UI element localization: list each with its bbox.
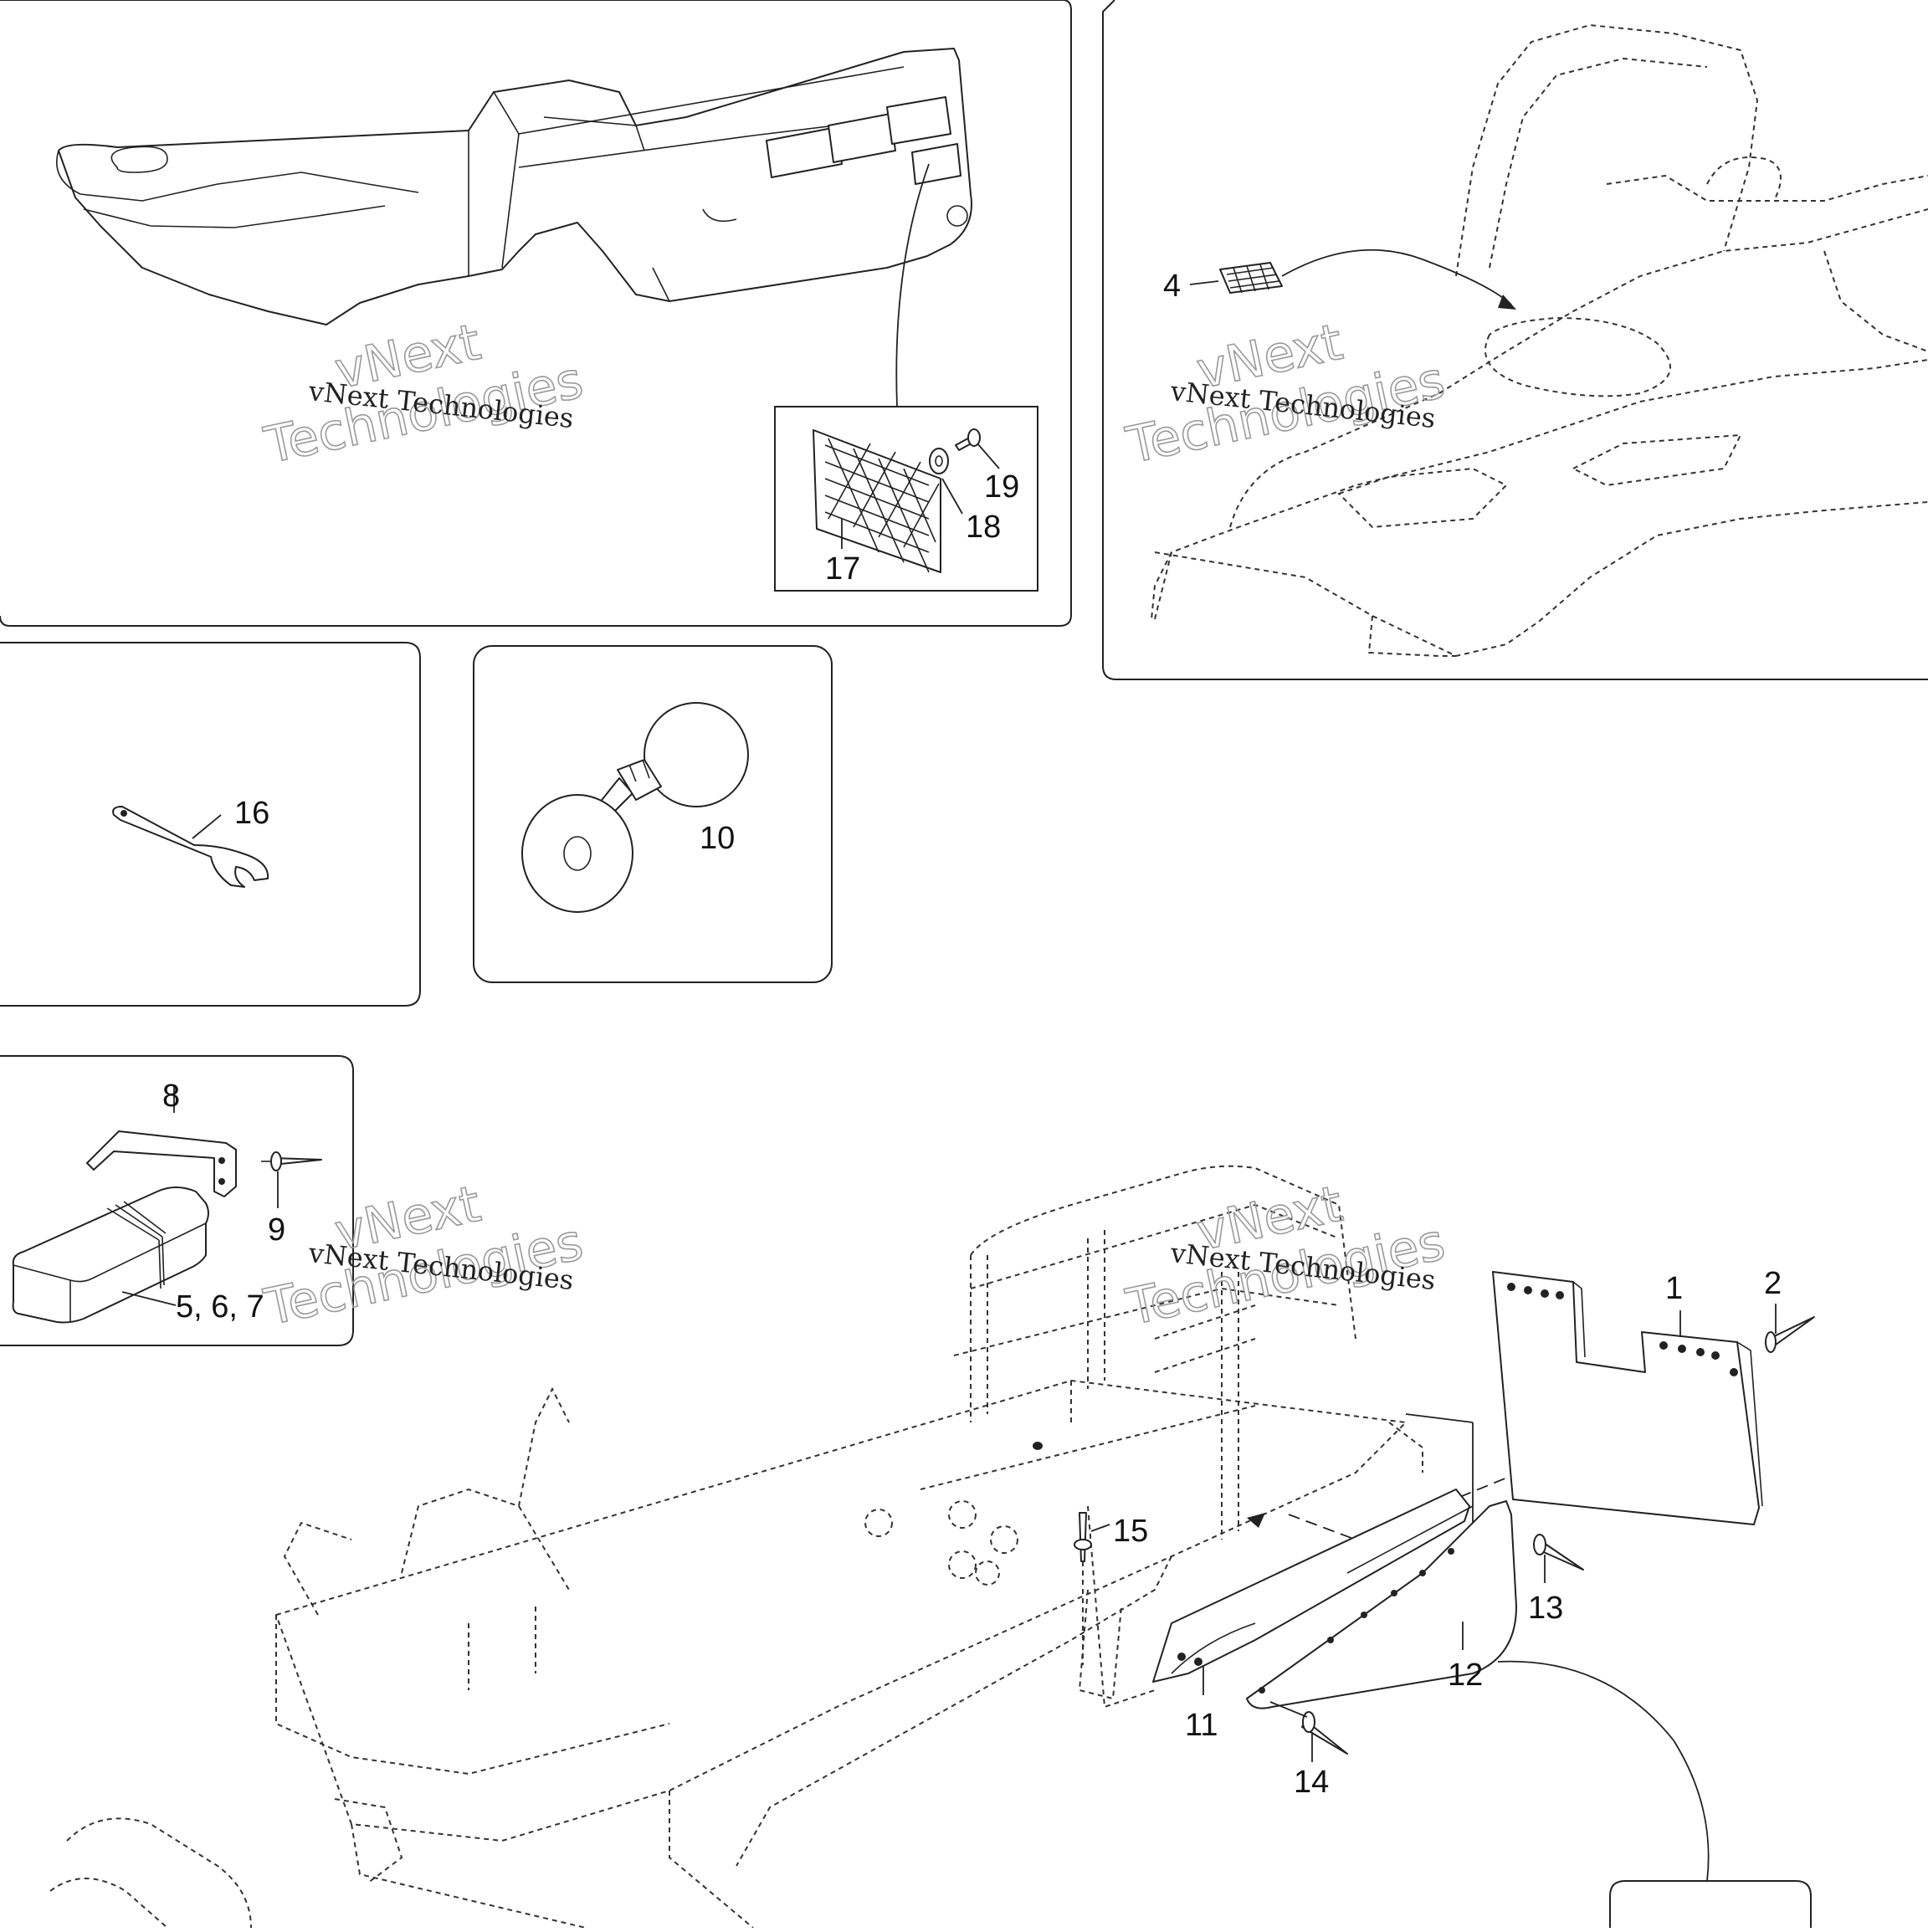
wrench-illustration <box>112 806 269 888</box>
panel-horn-frame <box>473 645 833 983</box>
panel-corner-frame <box>1609 1880 1812 1928</box>
flap-11-illustration <box>1152 1489 1474 1683</box>
reflector-inset-frame <box>774 406 1038 592</box>
callout-15: 15 <box>1113 1514 1148 1549</box>
callout-10: 10 <box>700 821 735 856</box>
bracket-illustration <box>86 1130 237 1197</box>
callout-5-6-7: 5, 6, 7 <box>176 1289 264 1325</box>
seat-illustration <box>56 48 972 325</box>
reflector-illustration <box>813 429 941 573</box>
watermark-1: vNext Technologies <box>259 312 588 476</box>
rivet-15-illustration <box>1074 1512 1092 1562</box>
decal-arrow-leader <box>1281 249 1512 305</box>
tool-bag-illustration <box>12 1186 209 1324</box>
hood-illustration <box>1151 23 1928 658</box>
mud-flap-1-illustration <box>1492 1271 1763 1525</box>
washer-illustration <box>929 448 949 474</box>
screw-illustration <box>955 428 981 451</box>
decal-illustration <box>1219 262 1283 294</box>
callout-8: 8 <box>162 1079 180 1114</box>
callout-19: 19 <box>984 469 1019 505</box>
callout-18: 18 <box>966 510 1001 545</box>
callout-1: 1 <box>1665 1271 1683 1306</box>
callout-11: 11 <box>1185 1708 1218 1743</box>
callout-9: 9 <box>268 1212 285 1248</box>
callout-16: 16 <box>234 796 269 831</box>
flap-12-illustration <box>1246 1500 1517 1709</box>
watermark-4: vNext Technologies <box>1120 1174 1450 1338</box>
watermark-3: vNext Technologies <box>259 1174 588 1338</box>
panel-hood-frame <box>1102 0 1928 680</box>
callout-2: 2 <box>1764 1266 1782 1301</box>
rivet-13-illustration <box>1533 1534 1584 1571</box>
corner-leader <box>1497 1660 1710 1882</box>
reflector-leader <box>895 163 930 407</box>
panel-seat-frame <box>0 0 1072 627</box>
callout-13: 13 <box>1528 1591 1563 1626</box>
rivet-2-illustration <box>1765 1316 1815 1353</box>
horn-illustration <box>521 702 749 913</box>
callout-14: 14 <box>1294 1765 1329 1800</box>
callout-12: 12 <box>1448 1658 1483 1693</box>
chassis-illustration <box>49 1165 1423 1929</box>
panel-wrench-frame <box>0 642 421 1007</box>
callout-4: 4 <box>1163 269 1181 304</box>
callout-17: 17 <box>825 551 860 587</box>
panel-kit-frame <box>0 1055 354 1346</box>
rivet-9-illustration <box>261 1151 322 1171</box>
watermark-2: vNext Technologies <box>1120 312 1450 476</box>
rivet-14-illustration <box>1301 1711 1348 1755</box>
flap-alignment-line <box>1405 1413 1474 1540</box>
